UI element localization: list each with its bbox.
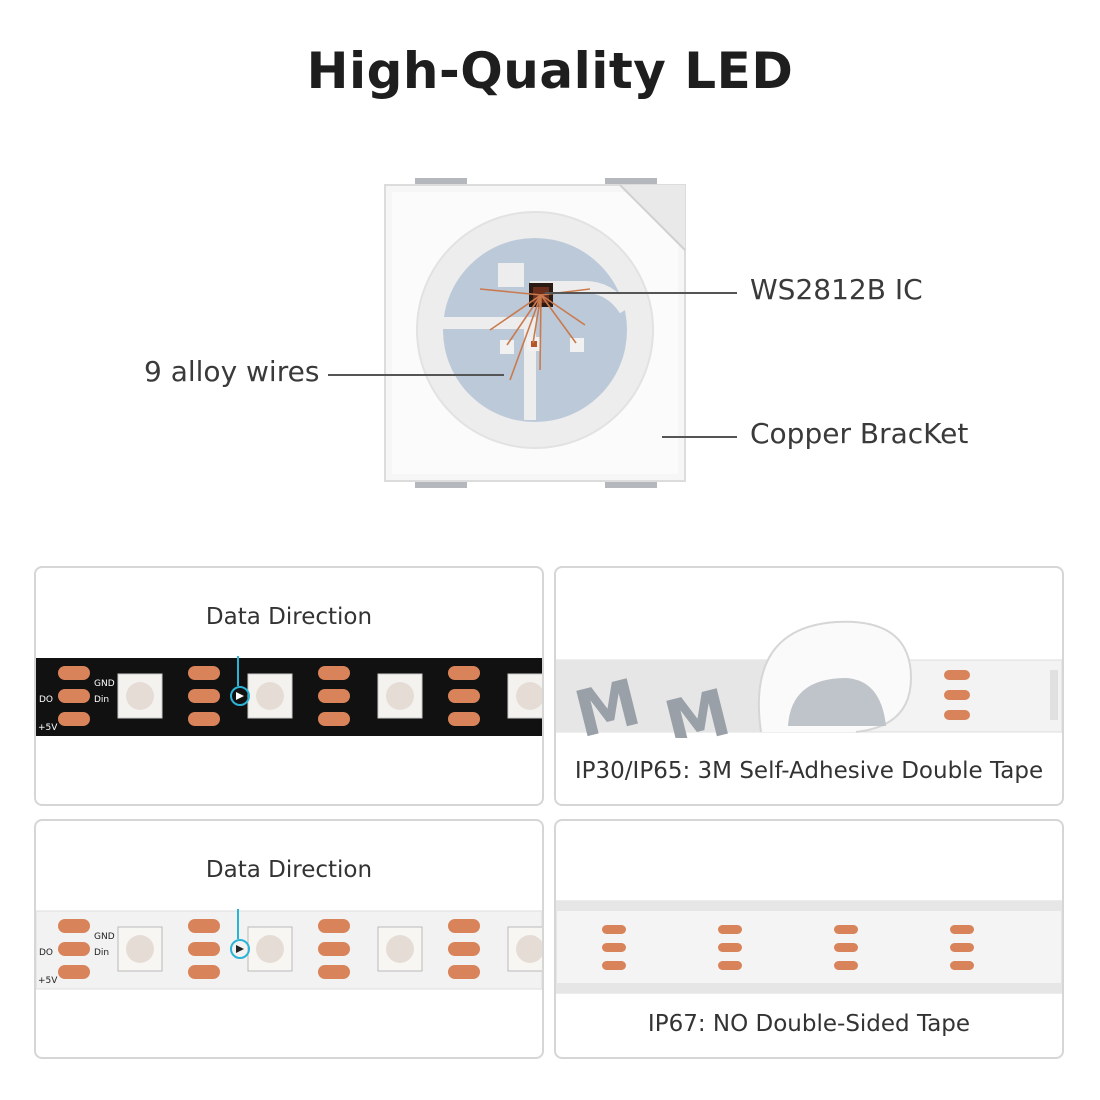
tape-backed-strip: M M [556,620,1062,738]
white-led-strip: GND Din +5V DO [36,909,542,990]
adhesive-tape-label: IP30/IP65: 3M Self-Adhesive Double Tape [574,758,1044,784]
black-led-strip: GND Din +5V DO [36,656,542,736]
ic-callout: WS2812B IC [750,273,923,306]
bracket-leader-line [662,436,737,438]
data-direction-circle-2 [230,939,250,959]
din-mark: Din [94,695,109,705]
din-mark-2: Din [94,948,109,958]
white-strip-panel: Data Direction [34,819,544,1059]
do-mark: DO [39,695,53,705]
gnd-mark: GND [94,679,115,689]
bracket-callout: Copper BracKet [750,417,969,450]
black-strip-panel: Data Direction [34,566,544,806]
arrow-right-icon-2 [236,945,244,953]
ic-leader-line [545,292,737,294]
gnd-mark-2: GND [94,932,115,942]
arrow-right-icon [236,692,244,700]
v5-mark: +5V [38,723,58,733]
data-direction-label-2: Data Direction [205,857,373,883]
wires-callout: 9 alloy wires [144,355,320,388]
ip67-silicone-strip [556,900,1062,994]
page-title: High-Quality LED [306,42,794,100]
v5-mark-2: +5V [38,976,58,986]
ip67-panel: IP67: NO Double-Sided Tape [554,819,1064,1059]
adhesive-tape-panel: M M IP30/IP65: 3M Self-Adhesive Double T… [554,566,1064,806]
ip67-label: IP67: NO Double-Sided Tape [647,1011,971,1037]
data-direction-circle [230,686,250,706]
do-mark-2: DO [39,948,53,958]
wires-leader-line [328,374,504,376]
strip-segment [58,666,163,726]
led-chip-illustration [384,178,686,488]
data-direction-label: Data Direction [205,604,373,630]
